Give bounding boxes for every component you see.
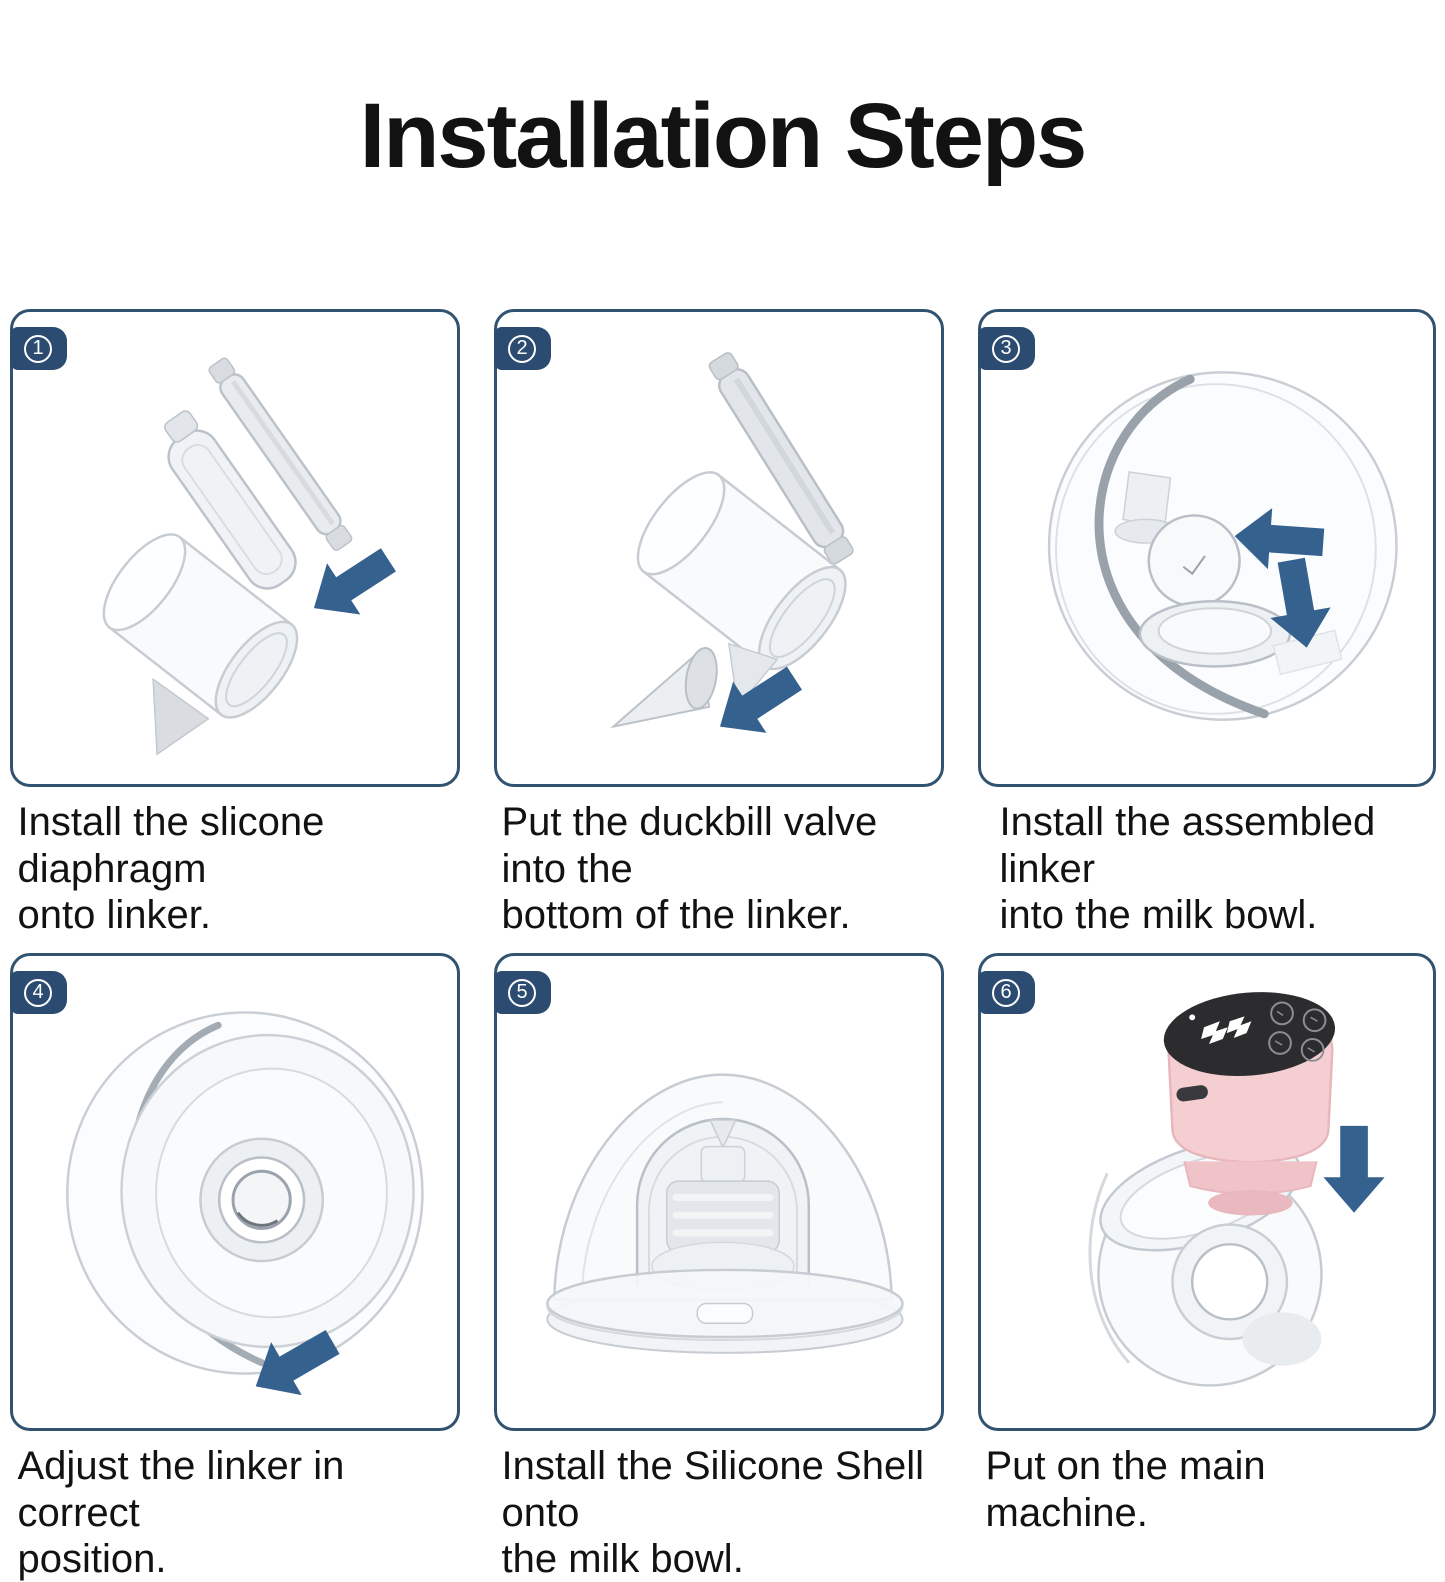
step-number: 1 — [24, 334, 52, 363]
step-4-caption: Adjust the linker in correct position. — [17, 1444, 345, 1582]
step-6-panel: 6 — [977, 953, 1436, 1432]
arrow-down-left-icon — [313, 548, 396, 615]
arrow-left-icon — [1234, 508, 1324, 570]
step-number-badge: 3 — [977, 327, 1035, 371]
step-1-panel: 1 — [9, 309, 460, 788]
linker-seat-part — [1147, 514, 1241, 608]
step-5-caption: Install the Silicone Shell onto the milk… — [501, 1444, 924, 1582]
bottom-opening-part — [1138, 600, 1291, 668]
step-3-panel: 3 — [977, 309, 1436, 788]
arrow-down-left-icon — [255, 1330, 340, 1396]
page-title: Installation Steps — [359, 84, 1088, 187]
bowl-rim-part — [1094, 375, 1269, 719]
step-number-badge: 5 — [493, 971, 551, 1015]
step-2: 2 Put the duckbill valve into the bottom… — [493, 309, 944, 953]
step-number: 6 — [992, 978, 1020, 1007]
step-number: 2 — [508, 334, 536, 363]
flange-tunnel-part — [198, 1137, 324, 1263]
diaphragm-linker-illustration — [102, 357, 396, 756]
milk-bowl-illustration — [1047, 371, 1398, 722]
step-number: 5 — [508, 978, 536, 1007]
linker-part — [102, 533, 298, 719]
step-3-caption: Install the assembled linker into the mi… — [999, 800, 1376, 938]
silicone-shell-illustration — [545, 1073, 904, 1355]
step-number-badge: 6 — [977, 971, 1035, 1015]
base-notch-part — [696, 1303, 753, 1325]
step-5-panel: 5 — [493, 953, 944, 1432]
arrow-down-icon — [1269, 558, 1331, 648]
step-3: 3 Install the assembled linker into the … — [977, 309, 1436, 953]
step-1-caption: Install the slicone diaphragm onto linke… — [17, 800, 325, 938]
step-number-badge: 4 — [9, 971, 67, 1015]
step-4: 4 Adjust the linker in correct position. — [9, 953, 460, 1582]
step-number-badge: 1 — [9, 327, 67, 371]
adjust-linker-illustration — [65, 1011, 424, 1396]
duckbill-linker-illustration — [609, 352, 854, 734]
wedge-part — [151, 677, 210, 756]
step-number: 3 — [992, 334, 1020, 363]
step-2-caption: Put the duckbill valve into the bottom o… — [501, 800, 878, 938]
arrow-down-left-icon — [719, 666, 802, 734]
wedge-part — [727, 642, 778, 709]
usb-c-port — [1175, 1085, 1208, 1102]
display-screen — [1163, 992, 1335, 1077]
linker-part — [636, 471, 847, 671]
step-5: 5 Install the Silicone Shell onto the mi… — [493, 953, 944, 1582]
step-6-caption: Put on the main machine. — [985, 1444, 1266, 1535]
duckbill-valve-part — [609, 647, 718, 729]
diaphragm-attached-part — [708, 352, 854, 565]
steps-grid: 1 Install the slicone diaphragm onto lin… — [0, 309, 1445, 1582]
main-machine-illustration — [1087, 992, 1385, 1387]
step-number-badge: 2 — [493, 327, 551, 371]
step-1: 1 Install the slicone diaphragm onto lin… — [9, 309, 460, 953]
silicone-strip-part — [207, 357, 352, 552]
diaphragm-flap-part — [163, 410, 297, 590]
step-2-panel: 2 — [493, 309, 944, 788]
main-machine-part — [1163, 992, 1335, 1216]
step-number: 4 — [24, 978, 52, 1007]
arrow-down-icon — [1322, 1126, 1385, 1213]
step-6: 6 Put on the main machine. — [977, 953, 1436, 1582]
step-4-panel: 4 — [9, 953, 460, 1432]
